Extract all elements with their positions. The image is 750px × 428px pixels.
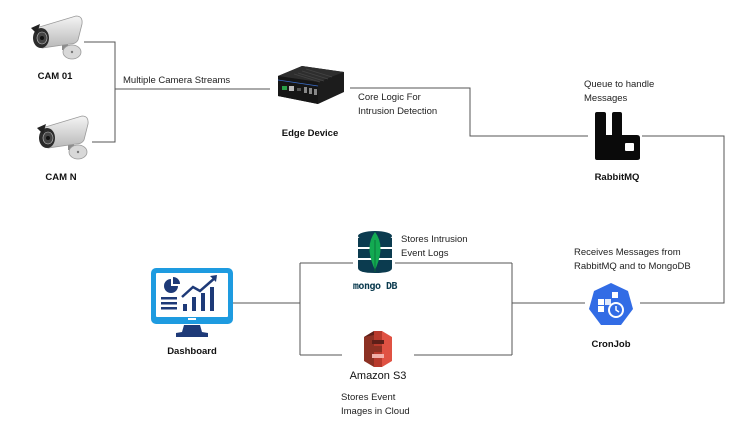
- connector-rabbitmq-to-cronjob: [640, 135, 725, 304]
- cctv-camera-icon: [37, 115, 89, 160]
- connector-camN: [92, 89, 116, 143]
- mongodb-icon: [358, 231, 392, 273]
- receives-annotation: Receives Messages from RabbitMQ and to M…: [574, 246, 691, 274]
- core-logic-line-1: Core Logic For: [358, 92, 421, 103]
- cronjob-label: CronJob: [591, 339, 631, 350]
- amazon-s3-label: Amazon S3: [349, 370, 407, 382]
- queue-annotation: Queue to handle Messages: [584, 78, 654, 106]
- s3-annotation: Stores Event Images in Cloud: [341, 391, 410, 419]
- receives-line-2: RabbitMQ and to MongoDB: [574, 261, 691, 272]
- rabbitmq-node[interactable]: [593, 111, 641, 161]
- mongodb-line-1: Stores Intrusion: [401, 234, 468, 245]
- s3-line-2: Images in Cloud: [341, 406, 410, 417]
- core-logic-line-2: Intrusion Detection: [358, 106, 438, 117]
- mongodb-line-2: Event Logs: [401, 248, 449, 259]
- edge-device-node[interactable]: [272, 62, 348, 108]
- camN-node[interactable]: [34, 114, 92, 164]
- edge-device-icon: [277, 66, 344, 104]
- camera-streams-annotation: Multiple Camera Streams: [123, 75, 231, 86]
- dashboard-label: Dashboard: [167, 346, 217, 357]
- dashboard-node[interactable]: [150, 267, 234, 339]
- camN-label: CAM N: [45, 172, 77, 183]
- receives-line-1: Receives Messages from: [574, 247, 681, 258]
- cam01-label: CAM 01: [37, 71, 73, 82]
- cronjob-node[interactable]: [588, 282, 634, 328]
- edge-device-label: Edge Device: [281, 128, 339, 139]
- amazon-s3-node[interactable]: [360, 329, 396, 369]
- mongodb-label: mongo DB: [352, 281, 398, 292]
- cam01-node[interactable]: [28, 14, 86, 64]
- kubernetes-cronjob-icon: [589, 283, 633, 325]
- cctv-camera-icon: [31, 15, 83, 60]
- mongodb-node[interactable]: [355, 230, 395, 274]
- queue-line-2: Messages: [584, 93, 628, 104]
- core-logic-annotation: Core Logic For Intrusion Detection: [358, 91, 437, 119]
- rabbitmq-icon: [595, 112, 640, 160]
- amazon-s3-icon: [364, 331, 392, 367]
- queue-line-1: Queue to handle: [584, 79, 655, 90]
- connector-edge-to-rabbitmq: [350, 87, 588, 137]
- dashboard-monitor-icon: [151, 268, 233, 337]
- connector-cam01: [84, 41, 116, 89]
- rabbitmq-label: RabbitMQ: [594, 172, 640, 183]
- mongodb-annotation: Stores Intrusion Event Logs: [401, 233, 468, 261]
- s3-line-1: Stores Event: [341, 392, 396, 403]
